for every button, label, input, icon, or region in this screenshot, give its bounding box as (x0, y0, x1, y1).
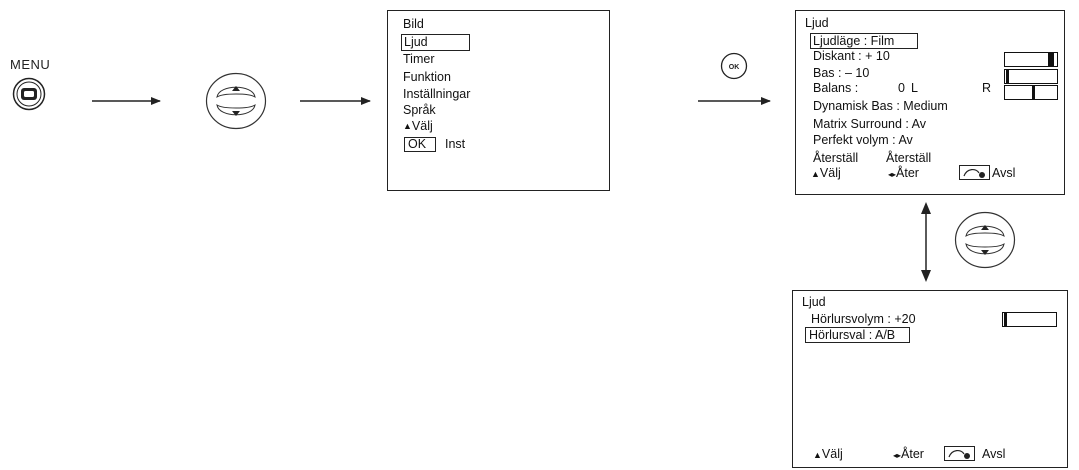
balance-value: 0 (898, 81, 905, 95)
footer-back: ◂▸Åter (893, 447, 924, 463)
sound-mode-setting[interactable]: Ljudläge : Film (813, 34, 895, 48)
perfect-volume-setting[interactable]: Perfekt volym : Av (813, 133, 913, 147)
footer-select-label: Välj (821, 447, 843, 461)
up-down-arrows-icon: ▲ (811, 169, 820, 179)
headphone-volume-fill (1004, 313, 1007, 326)
ok-button[interactable]: OK (720, 52, 748, 80)
ok-key-box (404, 137, 436, 152)
footer-back: ◂▸Åter (888, 166, 919, 182)
treble-setting[interactable]: Diskant : + 10 (813, 49, 890, 63)
footer-exit-label: Avsl (982, 447, 1006, 461)
footer-exit-label: Avsl (992, 166, 1016, 180)
footer-back-label: Åter (901, 447, 924, 461)
up-down-navigation-button-2[interactable] (954, 211, 1016, 269)
select-hint-label: Välj (411, 119, 433, 133)
balance-setting-label[interactable]: Balans : (813, 81, 859, 95)
reset-label[interactable]: Återställ (813, 151, 859, 165)
dynamic-bass-setting[interactable]: Dynamisk Bas : Medium (813, 99, 948, 113)
menu-item-ljud-highlight[interactable] (401, 34, 470, 51)
menu-button[interactable] (12, 77, 46, 111)
footer-select: ▲Välj (813, 447, 843, 462)
ok-button-label: OK (729, 64, 740, 71)
left-right-arrows-icon: ◂▸ (888, 170, 897, 179)
bass-level-fill (1006, 70, 1009, 83)
up-down-pad-icon (954, 211, 1016, 269)
menu-button-label: MENU (10, 57, 51, 72)
headphone-select-highlight[interactable] (805, 327, 910, 343)
sound-menu-title: Ljud (805, 16, 829, 30)
up-down-navigation-button[interactable] (205, 72, 267, 130)
footer-select-label: Välj (819, 166, 841, 180)
up-down-arrows-icon: ▲ (813, 450, 822, 460)
menu-item-bild[interactable]: Bild (403, 17, 424, 31)
menu-button-icon (12, 77, 46, 111)
treble-level-bar[interactable] (1004, 52, 1058, 67)
sound-menu-panel: Ljud Ljudläge : Film Diskant : + 10 Bas … (795, 10, 1065, 195)
treble-level-fill (1048, 53, 1054, 66)
headphone-menu-panel: Ljud Hörlursvolym : +20 Hörlursval : A/B… (792, 290, 1068, 468)
footer-back-label: Åter (896, 166, 919, 180)
select-hint: ▲Välj (403, 119, 433, 134)
balance-level-bar[interactable] (1004, 85, 1058, 100)
matrix-surround-setting[interactable]: Matrix Surround : Av (813, 117, 927, 131)
sound-mode-highlight[interactable] (810, 33, 918, 49)
headphone-volume-setting[interactable]: Hörlursvolym : +20 (811, 312, 916, 326)
headphone-menu-title: Ljud (802, 295, 826, 309)
ok-action-label: Inst (445, 137, 466, 151)
bass-level-bar[interactable] (1004, 69, 1058, 84)
up-down-arrows-icon: ▲ (403, 121, 412, 131)
ok-key-label: OK (408, 137, 427, 151)
exit-key-icon (944, 446, 975, 461)
exit-key-icon (959, 165, 990, 180)
up-down-pad-icon (205, 72, 267, 130)
menu-item-funktion[interactable]: Funktion (403, 70, 451, 84)
bass-setting[interactable]: Bas : – 10 (813, 66, 870, 80)
balance-left-label: L (911, 81, 918, 95)
menu-item-installningar[interactable]: Inställningar (403, 87, 471, 101)
ok-button-icon: OK (720, 52, 748, 80)
reset-value[interactable]: Återställ (886, 151, 932, 165)
headphone-volume-bar[interactable] (1002, 312, 1057, 327)
footer-select: ▲Välj (811, 166, 841, 181)
balance-level-fill (1032, 86, 1035, 99)
menu-item-timer[interactable]: Timer (403, 52, 435, 66)
headphone-select-setting[interactable]: Hörlursval : A/B (809, 328, 896, 342)
balance-right-label: R (982, 81, 992, 95)
menu-item-sprak[interactable]: Språk (403, 103, 436, 117)
main-menu-panel: Bild Ljud Timer Funktion Inställningar S… (387, 10, 610, 191)
menu-item-ljud[interactable]: Ljud (404, 35, 428, 49)
left-right-arrows-icon: ◂▸ (893, 451, 902, 460)
